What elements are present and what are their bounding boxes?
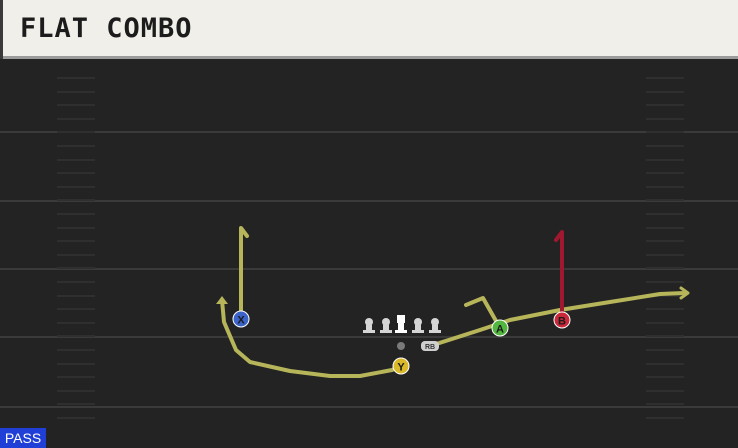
hash-mark: [57, 267, 95, 269]
hash-mark: [57, 104, 95, 106]
hash-mark: [646, 281, 684, 283]
player-b-button: B: [553, 311, 571, 329]
hash-mark: [57, 227, 95, 229]
hash-mark: [57, 118, 95, 120]
hash-mark: [57, 281, 95, 283]
hash-mark: [646, 363, 684, 365]
hash-mark: [646, 240, 684, 242]
hash-mark: [646, 335, 684, 337]
play-title: FLAT COMBO: [20, 13, 193, 44]
lineman-lg: [380, 318, 392, 333]
hash-mark: [646, 295, 684, 297]
hash-mark: [646, 118, 684, 120]
hash-mark: [646, 91, 684, 93]
hash-mark: [57, 172, 95, 174]
hash-mark: [57, 254, 95, 256]
hash-mark: [646, 104, 684, 106]
route-rb-arrowhead: [679, 286, 690, 300]
lineman-rt: [429, 318, 441, 333]
hash-mark: [57, 186, 95, 188]
hash-mark: [57, 131, 95, 133]
hash-mark: [57, 91, 95, 93]
hash-mark: [57, 417, 95, 419]
hash-mark: [646, 159, 684, 161]
lineman-lt: [363, 318, 375, 333]
yard-line: [0, 336, 738, 338]
title-accent: [0, 0, 3, 59]
yard-line: [0, 200, 738, 202]
quarterback-marker: [397, 342, 405, 350]
yard-line: [0, 268, 738, 270]
hash-mark: [646, 145, 684, 147]
hash-mark: [57, 322, 95, 324]
hash-mark: [646, 403, 684, 405]
route-y: [220, 298, 403, 378]
hash-mark: [646, 77, 684, 79]
route-a: [464, 296, 502, 330]
svg-text:Y: Y: [397, 362, 405, 374]
svg-text:RB: RB: [425, 344, 435, 351]
hash-mark: [646, 199, 684, 201]
lineman-rg: [412, 318, 424, 333]
player-a-button: A: [491, 319, 509, 337]
route-y-arrowhead: [216, 296, 228, 304]
hash-mark: [646, 254, 684, 256]
hash-mark: [57, 308, 95, 310]
hash-mark: [57, 295, 95, 297]
center: [395, 315, 407, 333]
rb-badge: RB: [421, 341, 439, 351]
hash-mark: [646, 227, 684, 229]
hash-mark: [646, 376, 684, 378]
hash-mark: [57, 77, 95, 79]
svg-text:X: X: [237, 315, 245, 327]
hash-mark: [57, 349, 95, 351]
hash-mark: [57, 159, 95, 161]
hash-mark: [646, 267, 684, 269]
hash-mark: [646, 349, 684, 351]
offensive-line: [363, 315, 441, 333]
hash-mark: [646, 390, 684, 392]
hash-mark: [57, 335, 95, 337]
hash-mark: [646, 186, 684, 188]
hash-mark: [57, 240, 95, 242]
svg-text:A: A: [496, 324, 504, 336]
hash-mark: [646, 213, 684, 215]
hash-mark: [57, 145, 95, 147]
hash-mark: [646, 131, 684, 133]
hash-mark: [646, 172, 684, 174]
yard-line: [0, 406, 738, 408]
svg-text:B: B: [558, 316, 566, 328]
route-x: [239, 226, 249, 320]
hash-mark: [57, 376, 95, 378]
play-type-badge: PASS: [0, 428, 46, 448]
hash-mark: [57, 199, 95, 201]
player-x-button: X: [232, 310, 250, 328]
hash-mark: [646, 417, 684, 419]
hash-mark: [57, 213, 95, 215]
hash-mark: [57, 403, 95, 405]
hash-mark: [57, 390, 95, 392]
hash-mark: [646, 308, 684, 310]
player-y-button: Y: [392, 357, 410, 375]
hash-mark: [57, 363, 95, 365]
hash-mark: [646, 322, 684, 324]
route-b: [554, 230, 564, 320]
title-bar: FLAT COMBO: [0, 0, 738, 59]
yard-line: [0, 131, 738, 133]
